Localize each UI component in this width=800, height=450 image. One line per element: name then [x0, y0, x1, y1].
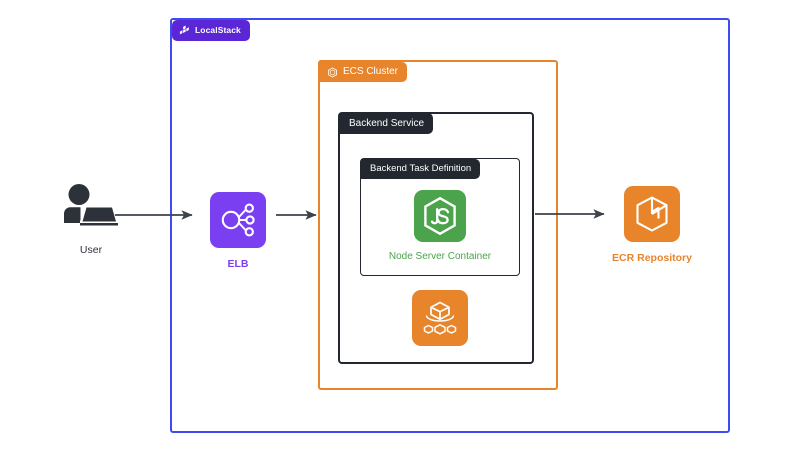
- ecr-cube-icon: [624, 186, 680, 242]
- backend-service-boundary: [338, 112, 534, 364]
- nodejs-icon: [414, 190, 466, 242]
- load-balancer-icon: [210, 192, 266, 248]
- node-ecr-repository[interactable]: ECR Repository: [606, 186, 698, 264]
- node-user-label: User: [79, 244, 103, 256]
- node-server-container-label: Node Server Container: [388, 251, 492, 262]
- ecs-cluster-label: ECS Cluster: [343, 66, 399, 77]
- backend-task-definition-tag: Backend Task Definition: [361, 159, 481, 179]
- localstack-boundary: [170, 18, 730, 433]
- backend-task-definition-boundary: [360, 158, 520, 276]
- localstack-label: LocalStack: [195, 25, 241, 36]
- localstack-logo-icon: [179, 25, 190, 36]
- user-at-laptop-icon: [60, 183, 122, 231]
- backend-service-tag: Backend Service: [340, 113, 434, 134]
- ecs-cluster-icon: [327, 66, 338, 78]
- node-server-container[interactable]: Node Server Container: [389, 190, 491, 262]
- localstack-tag: LocalStack: [172, 20, 250, 41]
- node-elb[interactable]: ELB: [196, 192, 280, 270]
- ecs-task-container[interactable]: [412, 290, 468, 346]
- node-elb-label: ELB: [227, 258, 249, 270]
- node-ecr-repository-label: ECR Repository: [612, 252, 692, 264]
- ecs-cluster-tag: ECS Cluster: [320, 62, 408, 82]
- backend-service-label: Backend Service: [349, 117, 425, 129]
- backend-task-definition-label: Backend Task Definition: [370, 163, 472, 175]
- ecs-container-icon: [412, 290, 468, 346]
- ecs-cluster-boundary: [318, 60, 558, 390]
- node-user[interactable]: User: [46, 183, 136, 256]
